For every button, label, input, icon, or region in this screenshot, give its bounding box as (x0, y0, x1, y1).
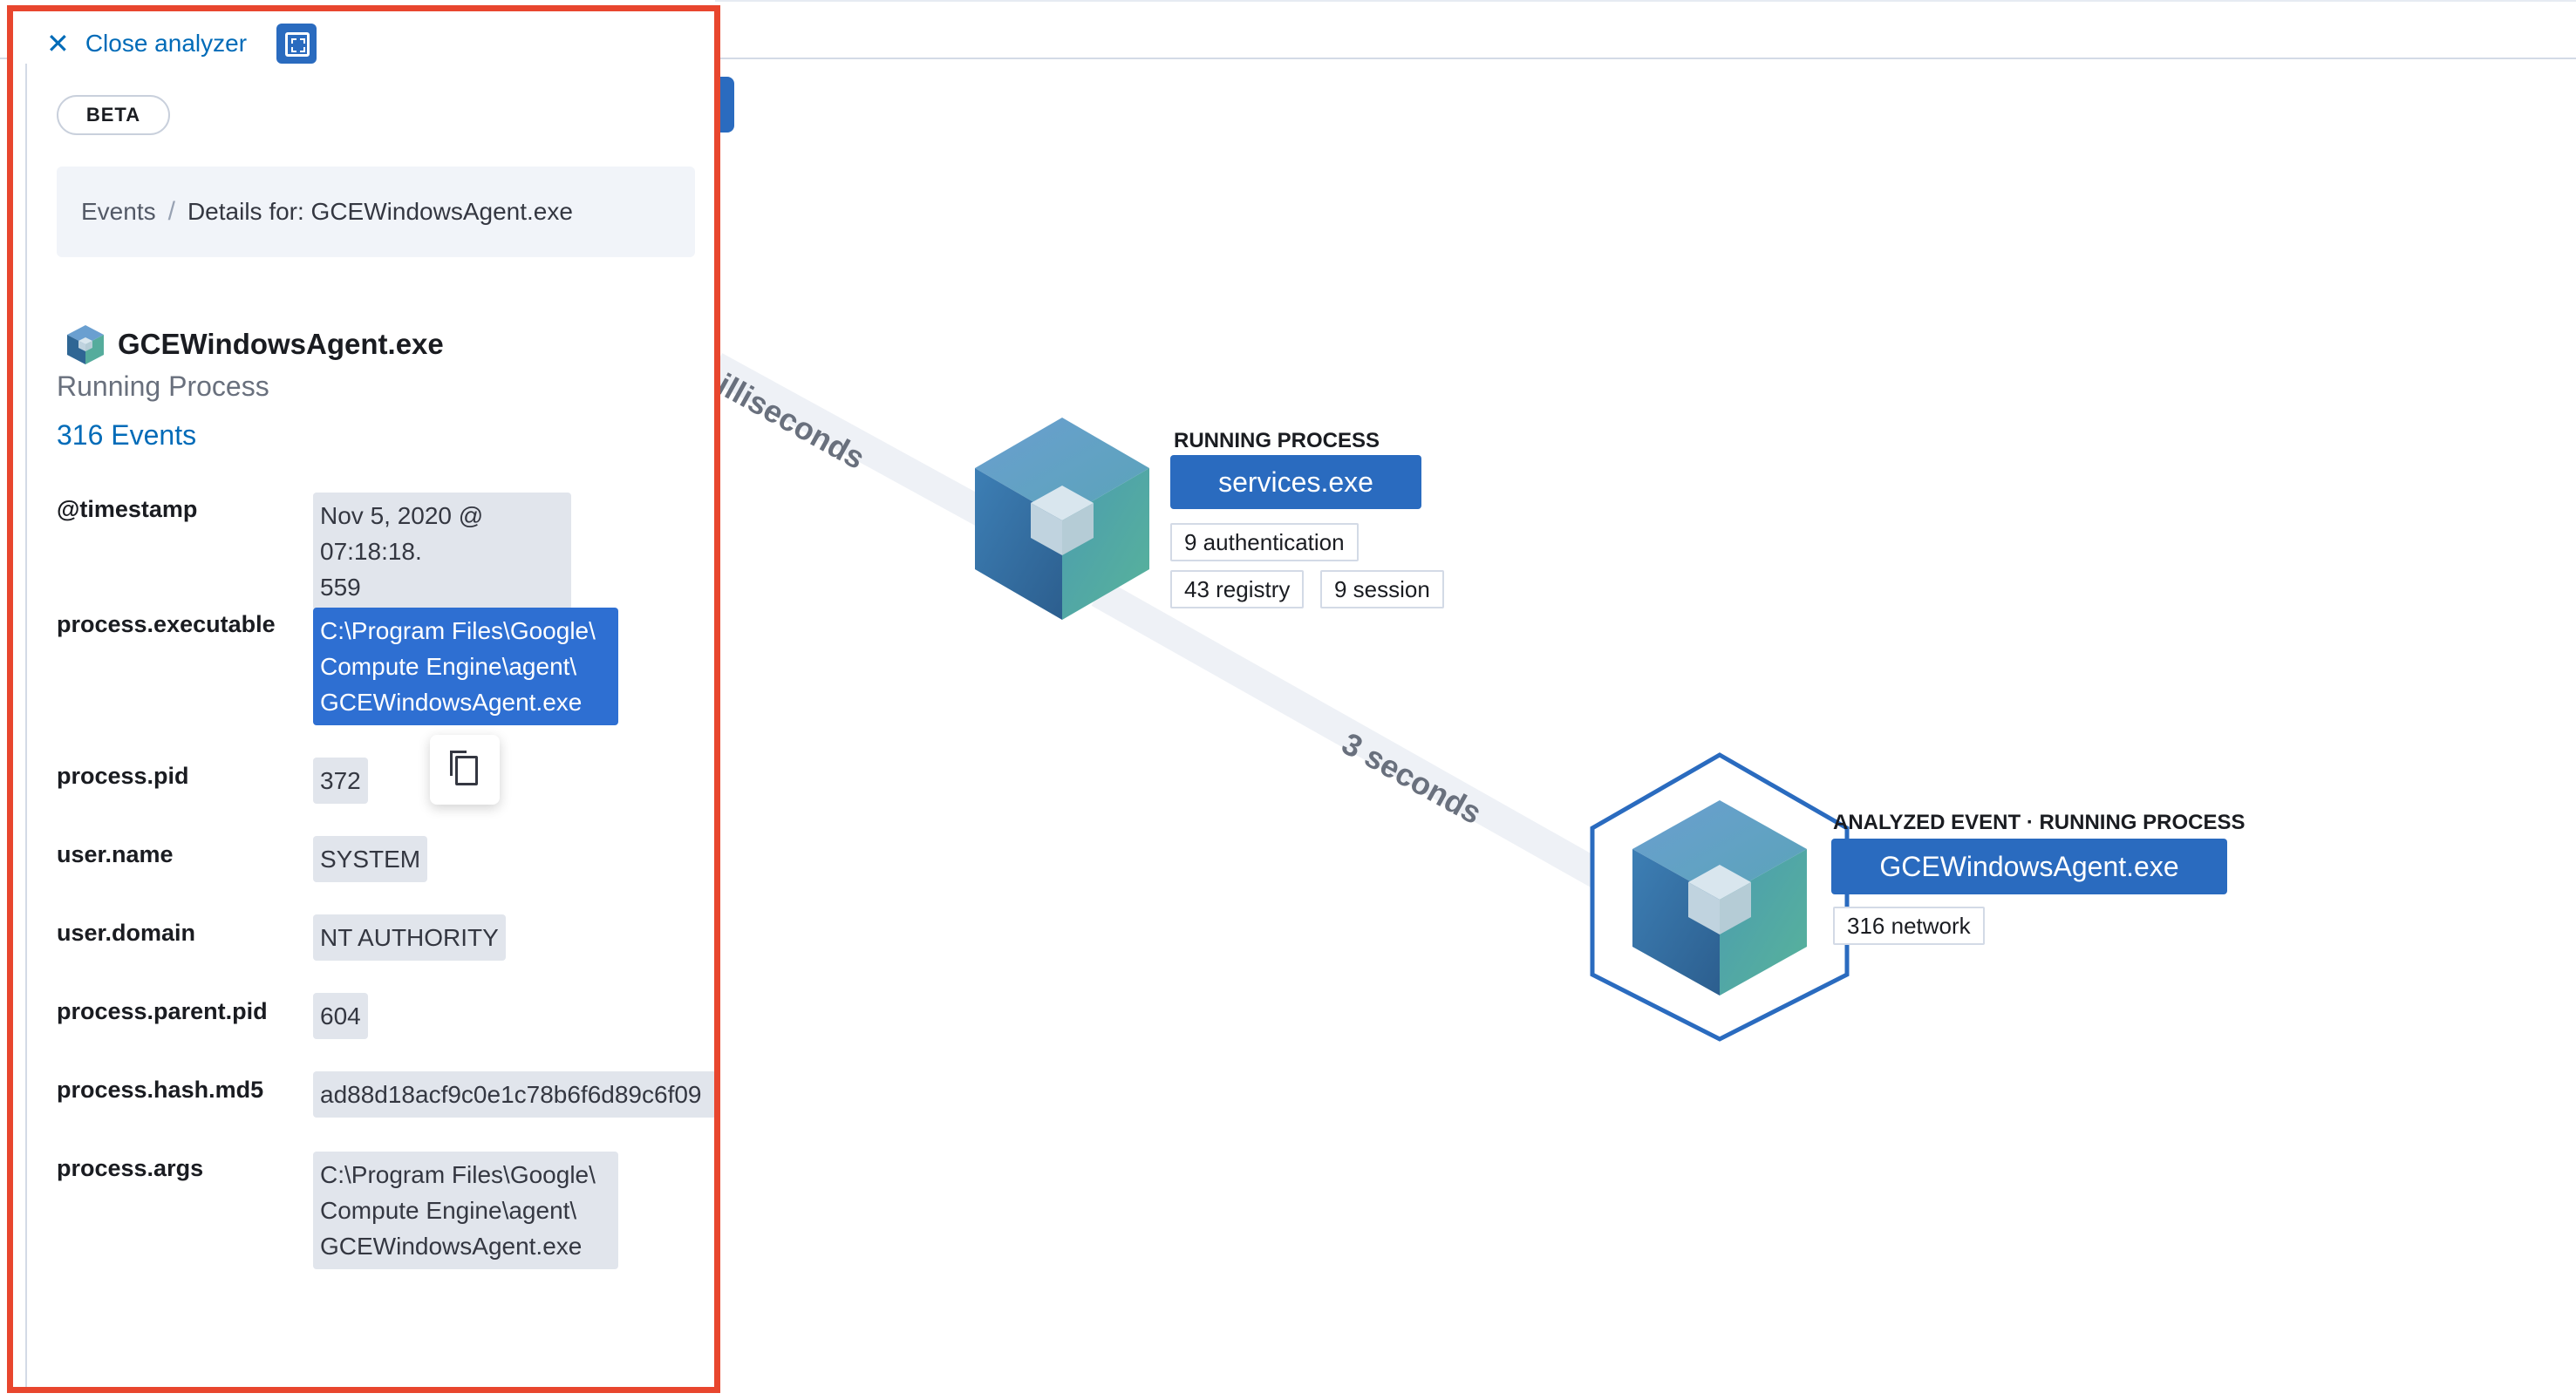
top-bar-divider (0, 0, 2576, 59)
related-events-chip-registry[interactable]: 43 registry (1170, 570, 1305, 608)
node-heading-gcewindowsagent: ANALYZED EVENT · RUNNING PROCESS (1833, 811, 2245, 834)
field-name-timestamp: @timestamp (57, 496, 198, 522)
field-name-user-name: user.name (57, 841, 174, 867)
beta-badge: BETA (57, 95, 170, 135)
field-value-process-pid[interactable]: 372 (313, 758, 368, 804)
edge-line-2 (1091, 580, 1647, 911)
field-name-process-executable: process.executable (57, 611, 276, 637)
node-cube-gcewindowsagent (1632, 800, 1807, 996)
process-state: Running Process (57, 370, 269, 402)
field-value-user-domain[interactable]: NT AUTHORITY (313, 914, 506, 961)
field-name-process-parent-pid: process.parent.pid (57, 998, 268, 1024)
node-button-gcewindowsagent[interactable]: GCEWindowsAgent.exe (1831, 839, 2227, 894)
field-name-process-args: process.args (57, 1155, 204, 1181)
node-heading-services: RUNNING PROCESS (1174, 429, 1380, 452)
node-button-services[interactable]: services.exe (1170, 455, 1421, 509)
top-border (715, 0, 2576, 2)
field-name-process-pid: process.pid (57, 763, 189, 789)
panel-divider (25, 64, 27, 1387)
related-events-chip-session[interactable]: 9 session (1320, 570, 1444, 608)
close-analyzer-link[interactable]: Close analyzer (85, 30, 248, 57)
fullscreen-icon[interactable] (276, 24, 317, 64)
field-value-user-name[interactable]: SYSTEM (313, 836, 428, 882)
breadcrumb-events[interactable]: Events (81, 198, 156, 225)
breadcrumb-current: Details for: GCEWindowsAgent.exe (187, 198, 573, 225)
field-value-process-hash-md5[interactable]: ad88d18acf9c0e1c78b6f6d89c6f09 (313, 1071, 714, 1118)
process-cube-icon (67, 325, 104, 364)
field-name-process-hash-md5: process.hash.md5 (57, 1077, 264, 1103)
field-value-process-executable[interactable]: C:\Program Files\Google\ Compute Engine\… (313, 608, 618, 725)
related-events-chip-network[interactable]: 316 network (1833, 907, 1985, 945)
close-icon[interactable]: ✕ (46, 28, 70, 59)
field-name-user-domain: user.domain (57, 920, 196, 946)
breadcrumb: Events / Details for: GCEWindowsAgent.ex… (57, 167, 695, 257)
related-events-chip-authentication[interactable]: 9 authentication (1170, 523, 1359, 561)
breadcrumb-separator: / (167, 197, 175, 226)
node-cube-services (975, 418, 1149, 620)
process-title-row: GCEWindowsAgent.exe (65, 323, 444, 365)
process-name-title: GCEWindowsAgent.exe (118, 328, 444, 360)
edge-line-1 (707, 353, 993, 527)
copy-to-clipboard-icon[interactable] (430, 735, 500, 805)
node-detail-panel: ✕ Close analyzer BETA Events / Details f… (7, 5, 720, 1393)
field-value-process-parent-pid[interactable]: 604 (313, 993, 368, 1039)
field-value-process-args[interactable]: C:\Program Files\Google\ Compute Engine\… (313, 1152, 618, 1269)
field-value-timestamp[interactable]: Nov 5, 2020 @ 07:18:18. 559 (313, 493, 571, 610)
close-analyzer-row: ✕ Close analyzer (46, 24, 317, 64)
process-events-link[interactable]: 316 Events (57, 419, 197, 451)
